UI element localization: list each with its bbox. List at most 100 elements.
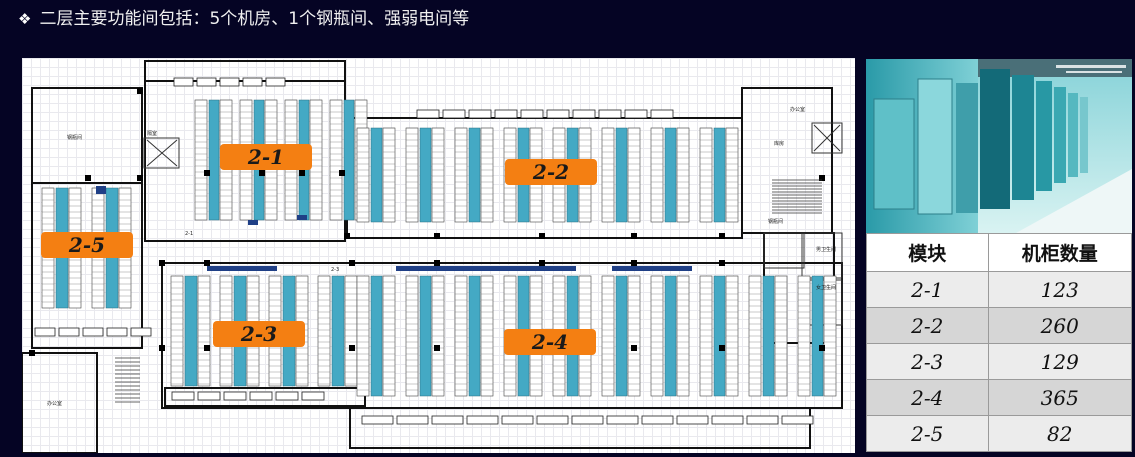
rack-cabinet <box>676 127 690 223</box>
crah-units <box>34 77 814 425</box>
crah-unit <box>571 415 604 425</box>
rack-cabinet <box>725 127 739 223</box>
wall <box>164 387 366 407</box>
wall <box>349 407 811 449</box>
rack-accent <box>96 186 106 194</box>
rack-row <box>713 275 726 397</box>
room-label-female-toilet: 女卫生间 <box>816 285 837 291</box>
structural-column <box>719 345 725 351</box>
module-tag-2-4: 2-4 <box>504 329 596 355</box>
crah-unit <box>536 415 569 425</box>
cell-module: 2-4 <box>866 379 989 416</box>
room <box>811 122 843 154</box>
crah-unit <box>275 391 299 401</box>
rack-accent <box>248 220 258 225</box>
crah-unit <box>223 391 247 401</box>
table-header-row: 模块 机柜数量 <box>866 233 1132 272</box>
cell-count: 260 <box>987 307 1132 344</box>
structural-column <box>299 170 305 176</box>
crah-unit <box>442 109 466 119</box>
rack-cabinet <box>382 127 396 223</box>
crah-unit <box>301 391 325 401</box>
crah-unit <box>746 415 779 425</box>
server-room-photo <box>866 59 1132 233</box>
rack-row <box>468 127 481 223</box>
cell-count: 82 <box>987 415 1132 452</box>
rack-cabinet <box>344 275 358 387</box>
crah-unit <box>572 109 596 119</box>
cell-module: 2-3 <box>866 343 989 380</box>
crah-unit <box>173 77 194 87</box>
floor-plan-drawing <box>22 60 843 453</box>
wall <box>22 352 98 453</box>
rack-row <box>713 127 726 223</box>
rack-accent <box>297 215 307 220</box>
structural-column <box>819 345 825 351</box>
structural-column <box>434 345 440 351</box>
cell-count: 365 <box>987 379 1132 416</box>
rack-row <box>762 275 775 397</box>
crah-unit <box>58 327 80 337</box>
shaft-cross <box>146 139 178 167</box>
crah-unit <box>82 327 104 337</box>
server-room-photo-drawing <box>866 59 1132 233</box>
module-tag-2-2: 2-2 <box>505 159 597 185</box>
structural-column <box>159 260 165 266</box>
structural-columns <box>29 88 825 356</box>
structural-column <box>204 170 210 176</box>
crah-unit <box>546 109 570 119</box>
room-label-office-right: 办公室 <box>790 107 806 113</box>
crah-unit <box>34 327 56 337</box>
rack-cabinet <box>454 127 468 223</box>
rack-row <box>811 275 824 397</box>
wall <box>741 87 833 234</box>
crah-unit <box>468 109 492 119</box>
rack-row <box>370 127 383 223</box>
structural-column <box>137 88 143 94</box>
rack-accent <box>612 266 692 271</box>
structural-column <box>539 233 545 239</box>
crah-unit <box>171 391 195 401</box>
header-module: 模块 <box>866 233 989 272</box>
crah-unit <box>650 109 674 119</box>
rack-row <box>419 127 432 223</box>
rack-accent <box>396 266 576 271</box>
module-tag-2-1: 2-1 <box>220 144 312 170</box>
rack-row <box>331 275 345 387</box>
room <box>143 137 180 169</box>
structural-column <box>819 175 825 181</box>
wall <box>31 182 143 349</box>
crah-unit <box>641 415 674 425</box>
rack-row <box>419 275 432 397</box>
crah-unit <box>416 109 440 119</box>
rack-cabinet <box>480 127 494 223</box>
slide-title-text: 二层主要功能间包括：5个机房、1个钢瓶间、强弱电间等 <box>39 9 470 29</box>
room <box>763 232 805 269</box>
crah-unit <box>197 391 221 401</box>
structural-column <box>204 260 210 266</box>
rack-row <box>664 127 677 223</box>
structural-column <box>434 260 440 266</box>
rack-cabinet <box>170 275 184 387</box>
diamond-bullet-icon: ❖ <box>18 10 32 28</box>
crah-unit <box>249 391 273 401</box>
structural-column <box>349 345 355 351</box>
table-row: 2-3 129 <box>866 343 1132 380</box>
structural-column <box>85 175 91 181</box>
crah-unit <box>501 415 534 425</box>
cell-module: 2-1 <box>866 271 989 308</box>
floor-plan: 2-1 2-2 2-3 2-4 2-5 钢瓶间 办公室 办公室 库房 隔室 钢瓶… <box>22 58 855 453</box>
stairs <box>115 179 822 403</box>
room-label-male-toilet: 男卫生间 <box>816 247 837 253</box>
module-tag-2-5: 2-5 <box>41 232 133 258</box>
structural-column <box>631 345 637 351</box>
rack-cabinet <box>405 127 419 223</box>
rack-rows <box>41 99 837 397</box>
crah-unit <box>676 415 709 425</box>
rack-cabinet <box>650 127 664 223</box>
zone-tag-2-1: 2-1 <box>185 231 194 237</box>
cell-count: 129 <box>987 343 1132 380</box>
room <box>801 232 843 279</box>
crah-unit <box>431 415 464 425</box>
rack-cabinet <box>197 275 211 387</box>
